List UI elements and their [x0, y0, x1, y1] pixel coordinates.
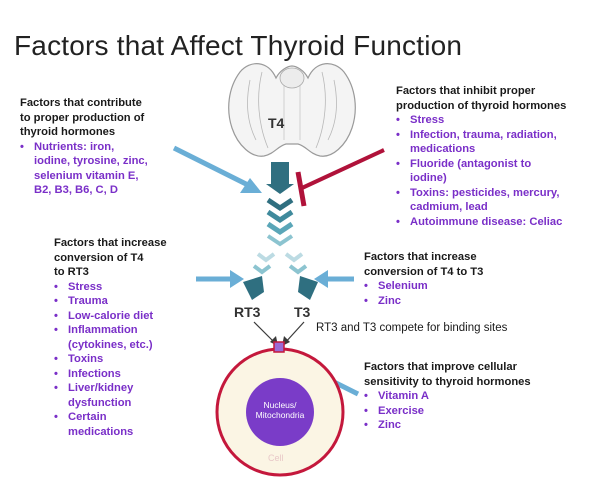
list-item: Toxins: [54, 352, 167, 367]
list-item: Zinc: [364, 418, 531, 433]
cell-label: Cell: [268, 453, 284, 463]
list-item: Selenium: [364, 279, 483, 294]
rt3-factor-arrow: [196, 270, 244, 288]
t4-label: T4: [268, 115, 285, 131]
list-item: Inflammation(cytokines, etc.): [54, 323, 167, 352]
list-item: Stress: [54, 280, 167, 295]
t3-label: T3: [294, 304, 311, 320]
inhibit-factors: Factors that inhibit proper production o…: [396, 84, 566, 229]
list-item: Zinc: [364, 294, 483, 309]
compete-note: RT3 and T3 compete for binding sites: [316, 322, 508, 334]
list-item: Trauma: [54, 294, 167, 309]
receptor-site: [273, 341, 285, 353]
rt3-label: RT3: [234, 304, 261, 320]
page-title: Factors that Affect Thyroid Function: [14, 30, 463, 61]
list-item: Low-calorie diet: [54, 309, 167, 324]
t4-release-arrows: [266, 162, 294, 247]
contribute-arrow: [172, 145, 262, 193]
thyroid-gland-icon: [228, 63, 356, 157]
list-item: Infections: [54, 367, 167, 382]
t3-factor-arrow: [314, 270, 354, 288]
list-item: Nutrients: iron, iodine, tyrosine, zinc,…: [20, 140, 148, 198]
sensitivity-factors: Factors that improve cellular sensitivit…: [364, 360, 531, 433]
rt3-conversion-factors: Factors that increase conversion of T4 t…: [54, 236, 167, 439]
nucleus-label: Nucleus/ Mitochondria: [255, 400, 305, 420]
list-item: Vitamin A: [364, 389, 531, 404]
list-item: Exercise: [364, 404, 531, 419]
list-item: Stress: [396, 113, 566, 128]
list-item: Autoimmune disease: Celiac: [396, 215, 566, 230]
contribute-factors: Factors that contribute to proper produc…: [20, 96, 148, 198]
t3-conversion-factors: Factors that increase conversion of T4 t…: [364, 250, 483, 308]
inhibit-bar: [295, 148, 385, 207]
conversion-split-arrows: [243, 252, 318, 300]
list-item: Toxins: pesticides, mercury,cadmium, lea…: [396, 186, 566, 215]
cell: [215, 341, 345, 477]
list-item: Infection, trauma, radiation,medications: [396, 128, 566, 157]
